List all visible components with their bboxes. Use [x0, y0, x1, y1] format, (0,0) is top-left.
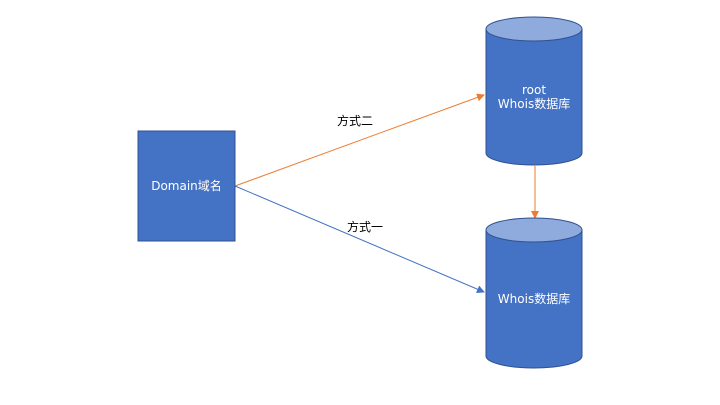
node-whois-label: Whois数据库 — [498, 291, 570, 306]
edge-label-method-two: 方式二 — [337, 113, 373, 128]
edge-method-one — [234, 185, 485, 293]
node-domain: Domain域名 — [137, 130, 236, 242]
node-whois: Whois数据库 — [485, 217, 583, 369]
edge-label-method-one: 方式一 — [347, 219, 383, 234]
edge-method-two — [234, 93, 485, 187]
node-root-whois-label-line2: Whois数据库 — [498, 96, 570, 111]
node-domain-label: Domain域名 — [151, 178, 222, 193]
node-root-whois: root Whois数据库 — [485, 16, 583, 166]
node-root-whois-label-line1: root — [522, 83, 546, 97]
